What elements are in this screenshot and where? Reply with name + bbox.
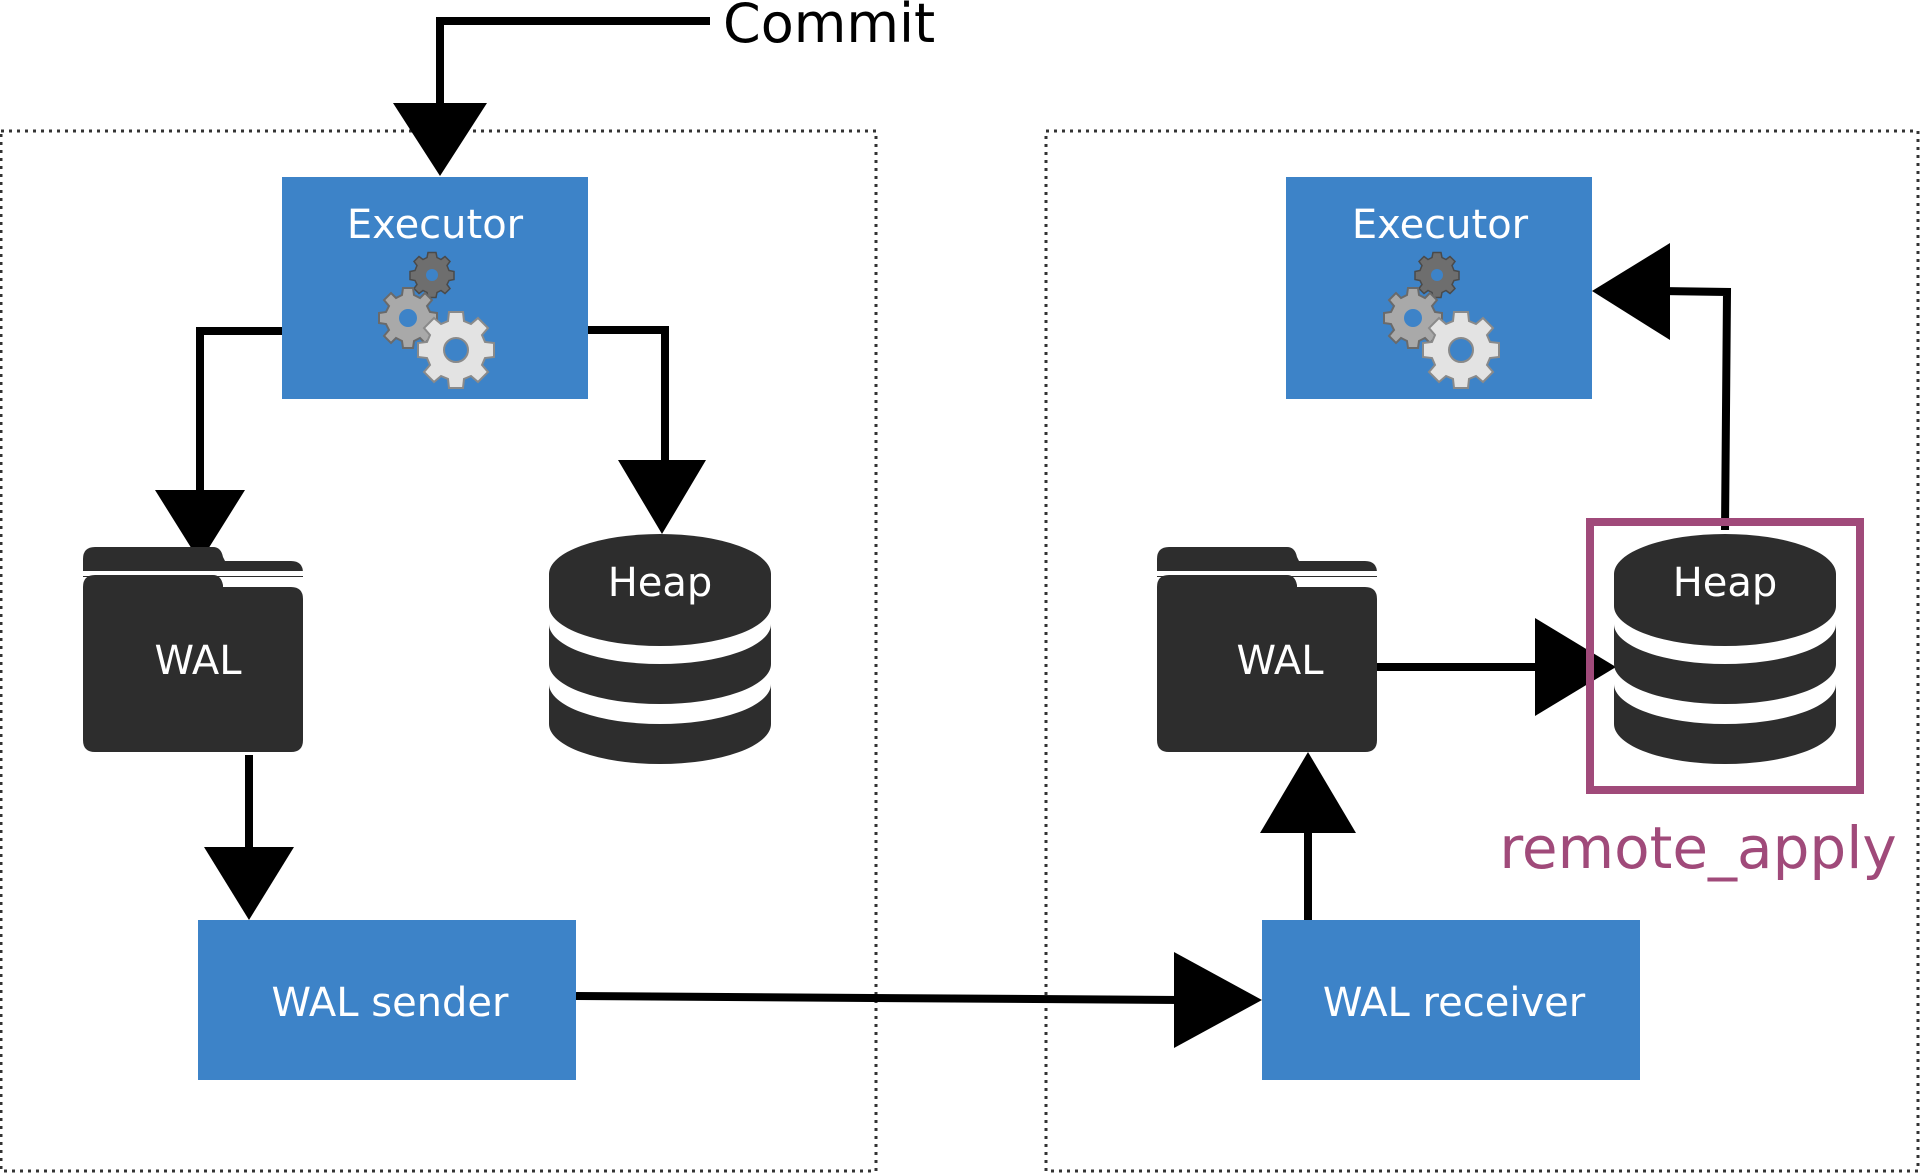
primary-wal-label: WAL: [154, 638, 242, 684]
heap-to-executor-arrowhead: [1592, 243, 1670, 340]
wal-sender-label: WAL sender: [272, 980, 510, 1026]
receiver-to-wal-arrowhead: [1260, 752, 1356, 833]
standby-executor-label: Executor: [1352, 202, 1529, 248]
sender-to-receiver-line: [575, 992, 1181, 1004]
primary-server-region: [0, 129, 878, 1173]
standby-heap-database: Heap: [1614, 534, 1836, 764]
standby-heap-label: Heap: [1673, 560, 1778, 606]
standby-executor-box: Executor: [1286, 177, 1592, 399]
heap-to-executor-line: [1659, 287, 1732, 531]
executor-to-heap-line: [588, 326, 669, 470]
standby-server-region: [1044, 129, 1920, 1173]
commit-arrowhead: [393, 103, 487, 176]
commit-arrow-line: [436, 17, 710, 110]
executor-to-heap-arrowhead: [618, 460, 706, 534]
primary-heap-database: Heap: [549, 534, 771, 764]
wal-to-heap-arrowhead: [1535, 618, 1616, 716]
remote-apply-highlight-box: [1586, 518, 1864, 794]
standby-wal-label: WAL: [1236, 638, 1324, 684]
primary-executor-box: Executor: [282, 177, 588, 399]
primary-wal-folder: WAL: [83, 547, 303, 752]
executor-to-wal-line: [196, 327, 282, 500]
primary-executor-label: Executor: [347, 202, 524, 248]
wal-receiver-label: WAL receiver: [1323, 980, 1586, 1026]
commit-label: Commit: [723, 0, 935, 55]
executor-to-wal-arrowhead: [155, 490, 245, 562]
wal-receiver-box: WAL receiver: [1262, 920, 1640, 1080]
primary-heap-label: Heap: [608, 560, 713, 606]
sender-to-receiver-arrowhead: [1174, 952, 1262, 1048]
remote-apply-label: remote_apply: [1499, 814, 1896, 882]
standby-wal-folder: WAL: [1157, 547, 1377, 752]
wal-to-sender-arrowhead: [204, 847, 294, 920]
wal-sender-box: WAL sender: [198, 920, 576, 1080]
